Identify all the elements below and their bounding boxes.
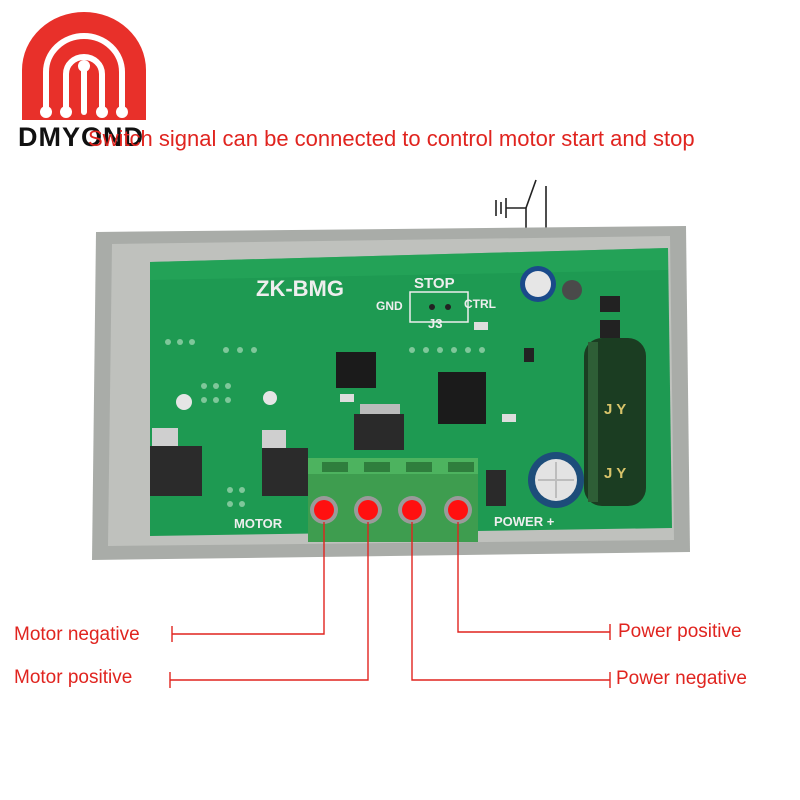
jumper-label: J3 [428, 316, 442, 331]
motor-label: MOTOR [234, 516, 283, 531]
ic-chip [438, 372, 486, 424]
board-model-label: ZK-BMG [256, 276, 344, 301]
svg-text:J Y: J Y [604, 465, 626, 482]
terminal-marker-motor-negative [314, 500, 334, 520]
terminal-marker-power-positive [448, 500, 468, 520]
headline-text: Switch signal can be connected to contro… [88, 126, 695, 151]
gnd-label: GND [376, 299, 403, 313]
logo-brand-text: DMYOND [18, 122, 144, 152]
label-motor-positive: Motor positive [14, 667, 133, 688]
terminal-marker-power-negative [402, 500, 422, 520]
large-capacitor [584, 338, 646, 506]
label-motor-negative: Motor negative [14, 624, 140, 645]
label-power-negative: Power negative [616, 668, 747, 689]
brand-logo [22, 12, 146, 120]
svg-text:J Y: J Y [604, 401, 626, 418]
terminal-markers [314, 500, 468, 520]
ctrl-label: CTRL [464, 297, 496, 311]
power-label: POWER + [494, 514, 555, 529]
label-power-positive: Power positive [618, 621, 742, 642]
terminal-marker-motor-positive [358, 500, 378, 520]
stop-label: STOP [414, 275, 455, 292]
